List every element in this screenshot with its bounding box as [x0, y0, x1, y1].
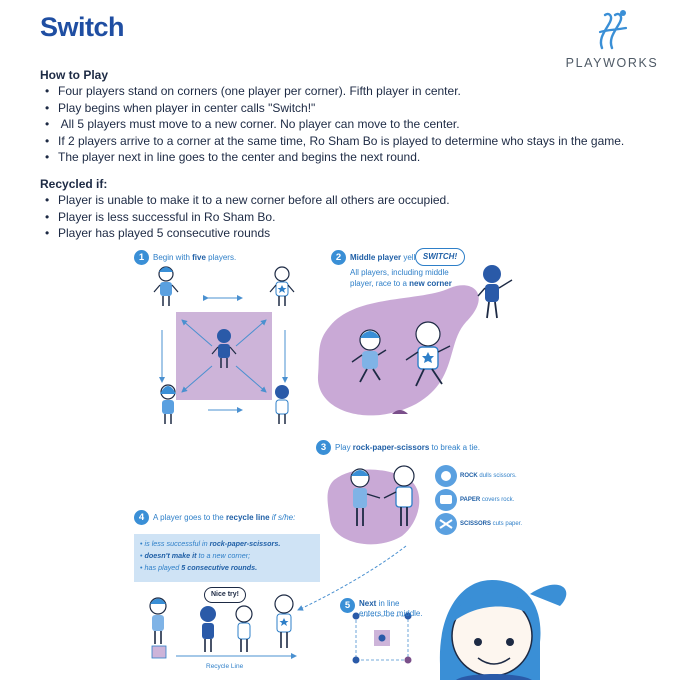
step5-court: [352, 612, 412, 664]
recycle-line-label: Recycle Line: [206, 663, 244, 670]
page-title: Switch: [40, 12, 125, 42]
logo-wordmark: PLAYWORKS: [565, 56, 659, 70]
step-5-number: 5: [340, 598, 355, 613]
how-to-play-list: Four players stand on corners (one playe…: [40, 83, 624, 166]
cone-marker: [392, 410, 408, 414]
step-2-caption-line1: Middle player yells: [350, 253, 420, 262]
playworks-logo-icon: [598, 10, 628, 50]
switch-speech-bubble: SWITCH!: [415, 248, 465, 266]
step1-players: [153, 266, 295, 424]
step-4-caption: A player goes to the recycle line if s/h…: [153, 513, 296, 522]
recycle-arrow: [297, 545, 407, 611]
nice-try-speech-bubble: Nice try!: [204, 587, 246, 603]
list-item: Player is less successful in Ro Sham Bo.: [40, 209, 450, 226]
recycle-condition: • has played 5 consecutive rounds.: [140, 562, 258, 572]
step2-blob: [317, 285, 479, 416]
recycled-if-heading: Recycled if:: [40, 177, 108, 191]
step4-players: [149, 594, 297, 659]
list-item: Player is unable to make it to a new cor…: [40, 192, 450, 209]
step-5-caption-line2: enters the middle.: [359, 609, 423, 618]
step-5-caption-line1: Next in line: [359, 599, 400, 608]
step5-face: [439, 580, 567, 680]
recycle-conditions-box: • is less successful in rock-paper-sciss…: [134, 534, 320, 582]
recycle-condition: • doesn't make it to a new corner;: [140, 550, 251, 560]
step-3-caption: Play rock-paper-scissors to break a tie.: [335, 443, 480, 452]
step-1-number: 1: [134, 250, 149, 265]
rps-scissors-label: SCISSORS cuts paper.: [460, 521, 523, 527]
how-to-play-heading: How to Play: [40, 68, 109, 82]
step-2-number: 2: [331, 250, 346, 265]
step-2-caption-line2: All players, including middle: [350, 268, 449, 277]
step2-players: [351, 265, 513, 414]
step-1-caption: Begin with five players.: [153, 253, 237, 262]
step1-arrows: [159, 295, 288, 413]
list-item: Four players stand on corners (one playe…: [40, 83, 624, 100]
rps-paper-label: PAPER covers rock.: [460, 497, 515, 503]
rps-rock-label: ROCK dulls scissors.: [460, 473, 517, 479]
step-2-caption-line3: player, race to a new corner: [350, 279, 452, 288]
step3-players: [350, 465, 415, 526]
playworks-logo: PLAYWORKS: [562, 8, 662, 72]
list-item: If 2 players arrive to a corner at the s…: [40, 133, 624, 150]
list-item: Player has played 5 consecutive rounds: [40, 225, 450, 242]
rps-icons: [435, 465, 457, 535]
recycle-condition: • is less successful in rock-paper-sciss…: [140, 539, 281, 548]
list-item: The player next in line goes to the cent…: [40, 149, 624, 166]
list-item: All 5 players must move to a new corner.…: [40, 116, 624, 133]
list-item: Play begins when player in center calls …: [40, 100, 624, 117]
game-illustration: 1 Begin with five players. 2 Middle play…: [120, 244, 680, 680]
illustration-graphics: [149, 265, 567, 680]
step-4-number: 4: [134, 510, 149, 525]
recycled-if-list: Player is unable to make it to a new cor…: [40, 192, 450, 242]
step-3-number: 3: [316, 440, 331, 455]
